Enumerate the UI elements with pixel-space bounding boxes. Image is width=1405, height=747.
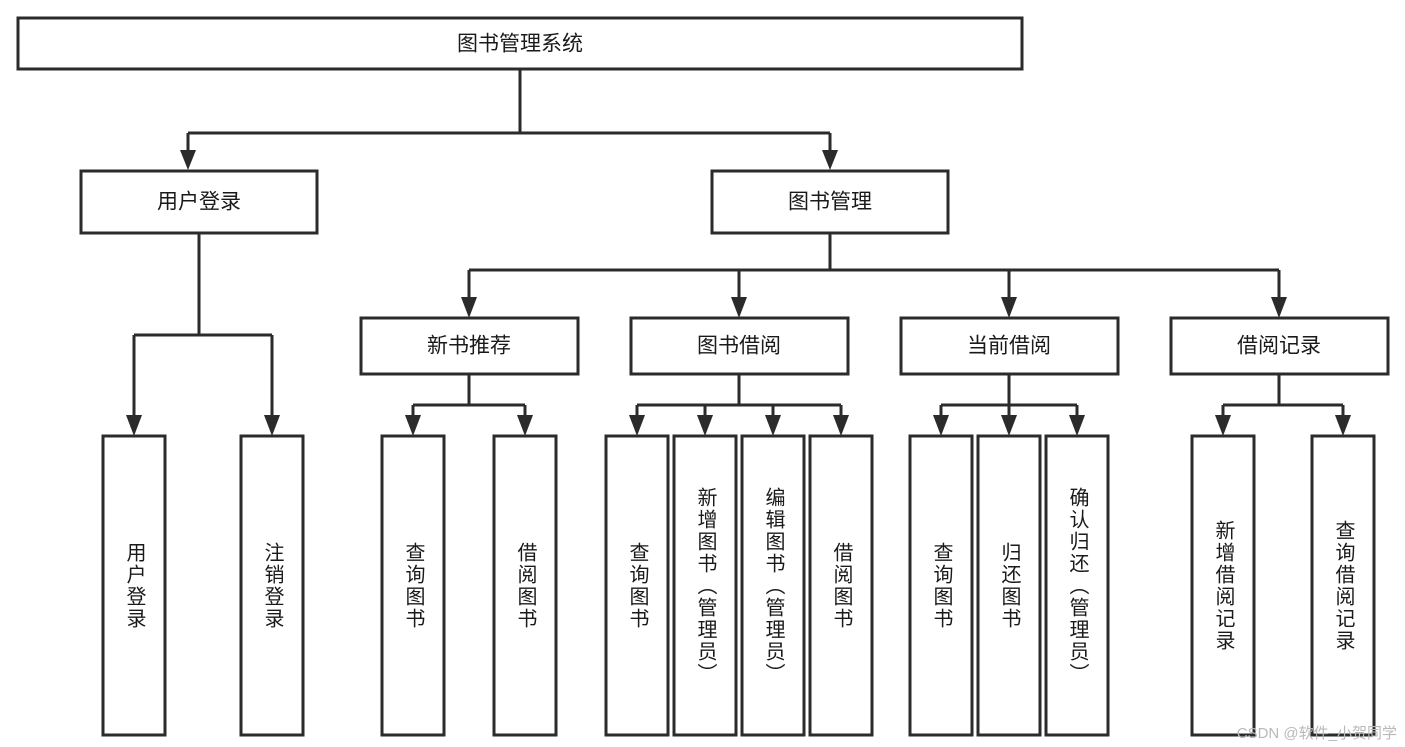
arrow-currentborrow-leaf-3 [1069,415,1085,436]
arrow-currentborrow-leaf-2 [1001,415,1017,436]
arrow-bookborrow-leaf-4 [833,415,849,436]
current-borrow-box[interactable] [899,316,1120,376]
arrow-newbook-leaf-1 [405,415,421,436]
arrow-bookborrow-leaf-1 [629,415,645,436]
node-current-borrow[interactable]: 当前借阅 [899,316,1120,376]
book-management-box[interactable] [710,169,950,235]
leaf-box[interactable] [380,434,446,737]
leaf-box[interactable] [604,434,670,737]
arrow-bookborrow-leaf-3 [765,415,781,436]
book-management-label: 图书管理 [788,191,872,214]
leaf-box[interactable] [1310,434,1376,737]
root-label: 图书管理系统 [457,33,583,56]
leaf-box[interactable] [101,434,167,737]
arrow-to-book-borrow [731,297,747,318]
node-book-management[interactable]: 图书管理 [710,169,950,235]
leaf-box[interactable] [908,434,974,737]
book-borrow-box[interactable] [629,316,850,376]
leaf-box[interactable] [740,434,806,737]
new-book-recommend-box[interactable] [359,316,580,376]
arrow-borrowrecord-leaf-1 [1215,415,1231,436]
arrow-currentborrow-leaf-1 [933,415,949,436]
node-root[interactable]: 图书管理系统 [16,16,1024,71]
user-login-label: 用户登录 [157,191,241,214]
node-new-book-recommend[interactable]: 新书推荐 [359,316,580,376]
leaf-box[interactable] [239,434,305,737]
arrow-bookborrow-leaf-2 [697,415,713,436]
arrow-to-book-mgmt [822,150,838,170]
arrow-to-borrow-record [1271,297,1287,318]
leaf-box[interactable] [672,434,738,737]
node-user-login[interactable]: 用户登录 [79,169,319,235]
arrow-to-current-borrow [1001,297,1017,318]
arrow-borrowrecord-leaf-2 [1335,415,1351,436]
new-book-recommend-label: 新书推荐 [427,335,511,358]
leaf-box[interactable] [808,434,874,737]
leaf-box[interactable] [1044,434,1110,737]
root-box[interactable] [16,16,1024,71]
leaf-box[interactable] [492,434,558,737]
current-borrow-label: 当前借阅 [967,335,1051,358]
borrow-record-label: 借阅记录 [1237,335,1321,358]
node-borrow-record[interactable]: 借阅记录 [1169,316,1390,376]
borrow-record-box[interactable] [1169,316,1390,376]
arrow-to-new-book [461,297,477,318]
book-borrow-label: 图书借阅 [697,335,781,358]
arrow-userlogin-leaf-1 [126,415,142,436]
arrow-userlogin-leaf-2 [264,415,280,436]
arrow-newbook-leaf-2 [517,415,533,436]
leaf-box[interactable] [976,434,1042,737]
leaf-box[interactable] [1190,434,1256,737]
watermark-text: CSDN @软件_小贺同学 [1236,725,1397,742]
arrow-to-user-login [180,150,196,170]
node-book-borrow[interactable]: 图书借阅 [629,316,850,376]
